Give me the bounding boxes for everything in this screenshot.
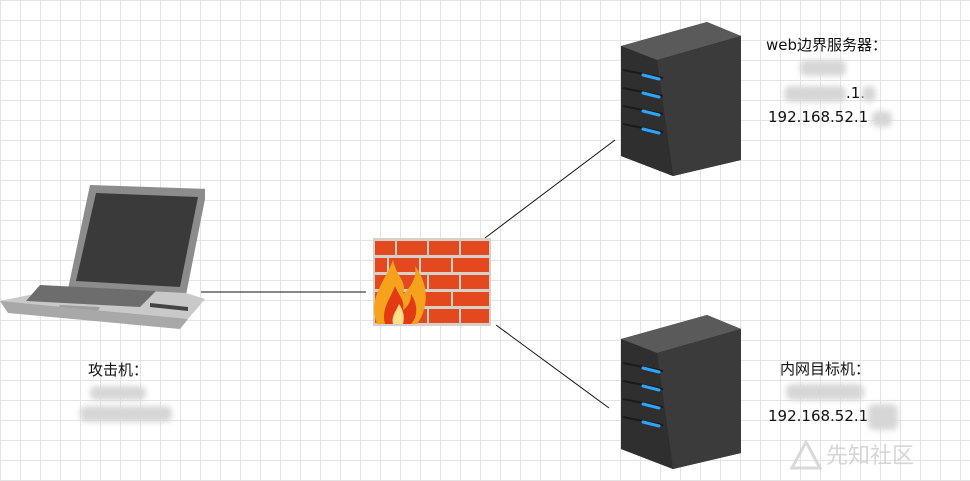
web-server-title: web边界服务器：	[766, 36, 888, 54]
firewall-icon	[373, 238, 491, 326]
redacted-attacker-ip	[90, 386, 146, 400]
internal-target-title: 内网目标机：	[780, 360, 871, 378]
redacted-web-ip-2	[784, 86, 846, 102]
redacted-web-ip-3	[862, 86, 876, 102]
redacted-internal-ip-2	[868, 404, 898, 430]
redacted-web-ip	[800, 60, 846, 76]
web-server-icon	[621, 22, 741, 176]
redacted-internal-ip	[786, 384, 864, 400]
redacted-attacker-ip-2	[80, 406, 172, 422]
internal-target-ip: 192.168.52.1	[768, 407, 869, 425]
attacker-title: 攻击机：	[88, 361, 149, 379]
web-server-internal-ip: 192.168.52.1	[768, 108, 869, 126]
link-firewall-web-server	[484, 139, 616, 239]
link-firewall-internal-target	[495, 324, 610, 409]
web-server-ip-partial: .1.	[846, 84, 866, 102]
watermark-text: 先知社区	[826, 444, 915, 469]
internal-server-icon	[621, 315, 741, 469]
watermark-logo-icon	[790, 440, 822, 470]
redacted-web-ip-4	[872, 111, 892, 127]
laptop-icon	[0, 185, 205, 329]
